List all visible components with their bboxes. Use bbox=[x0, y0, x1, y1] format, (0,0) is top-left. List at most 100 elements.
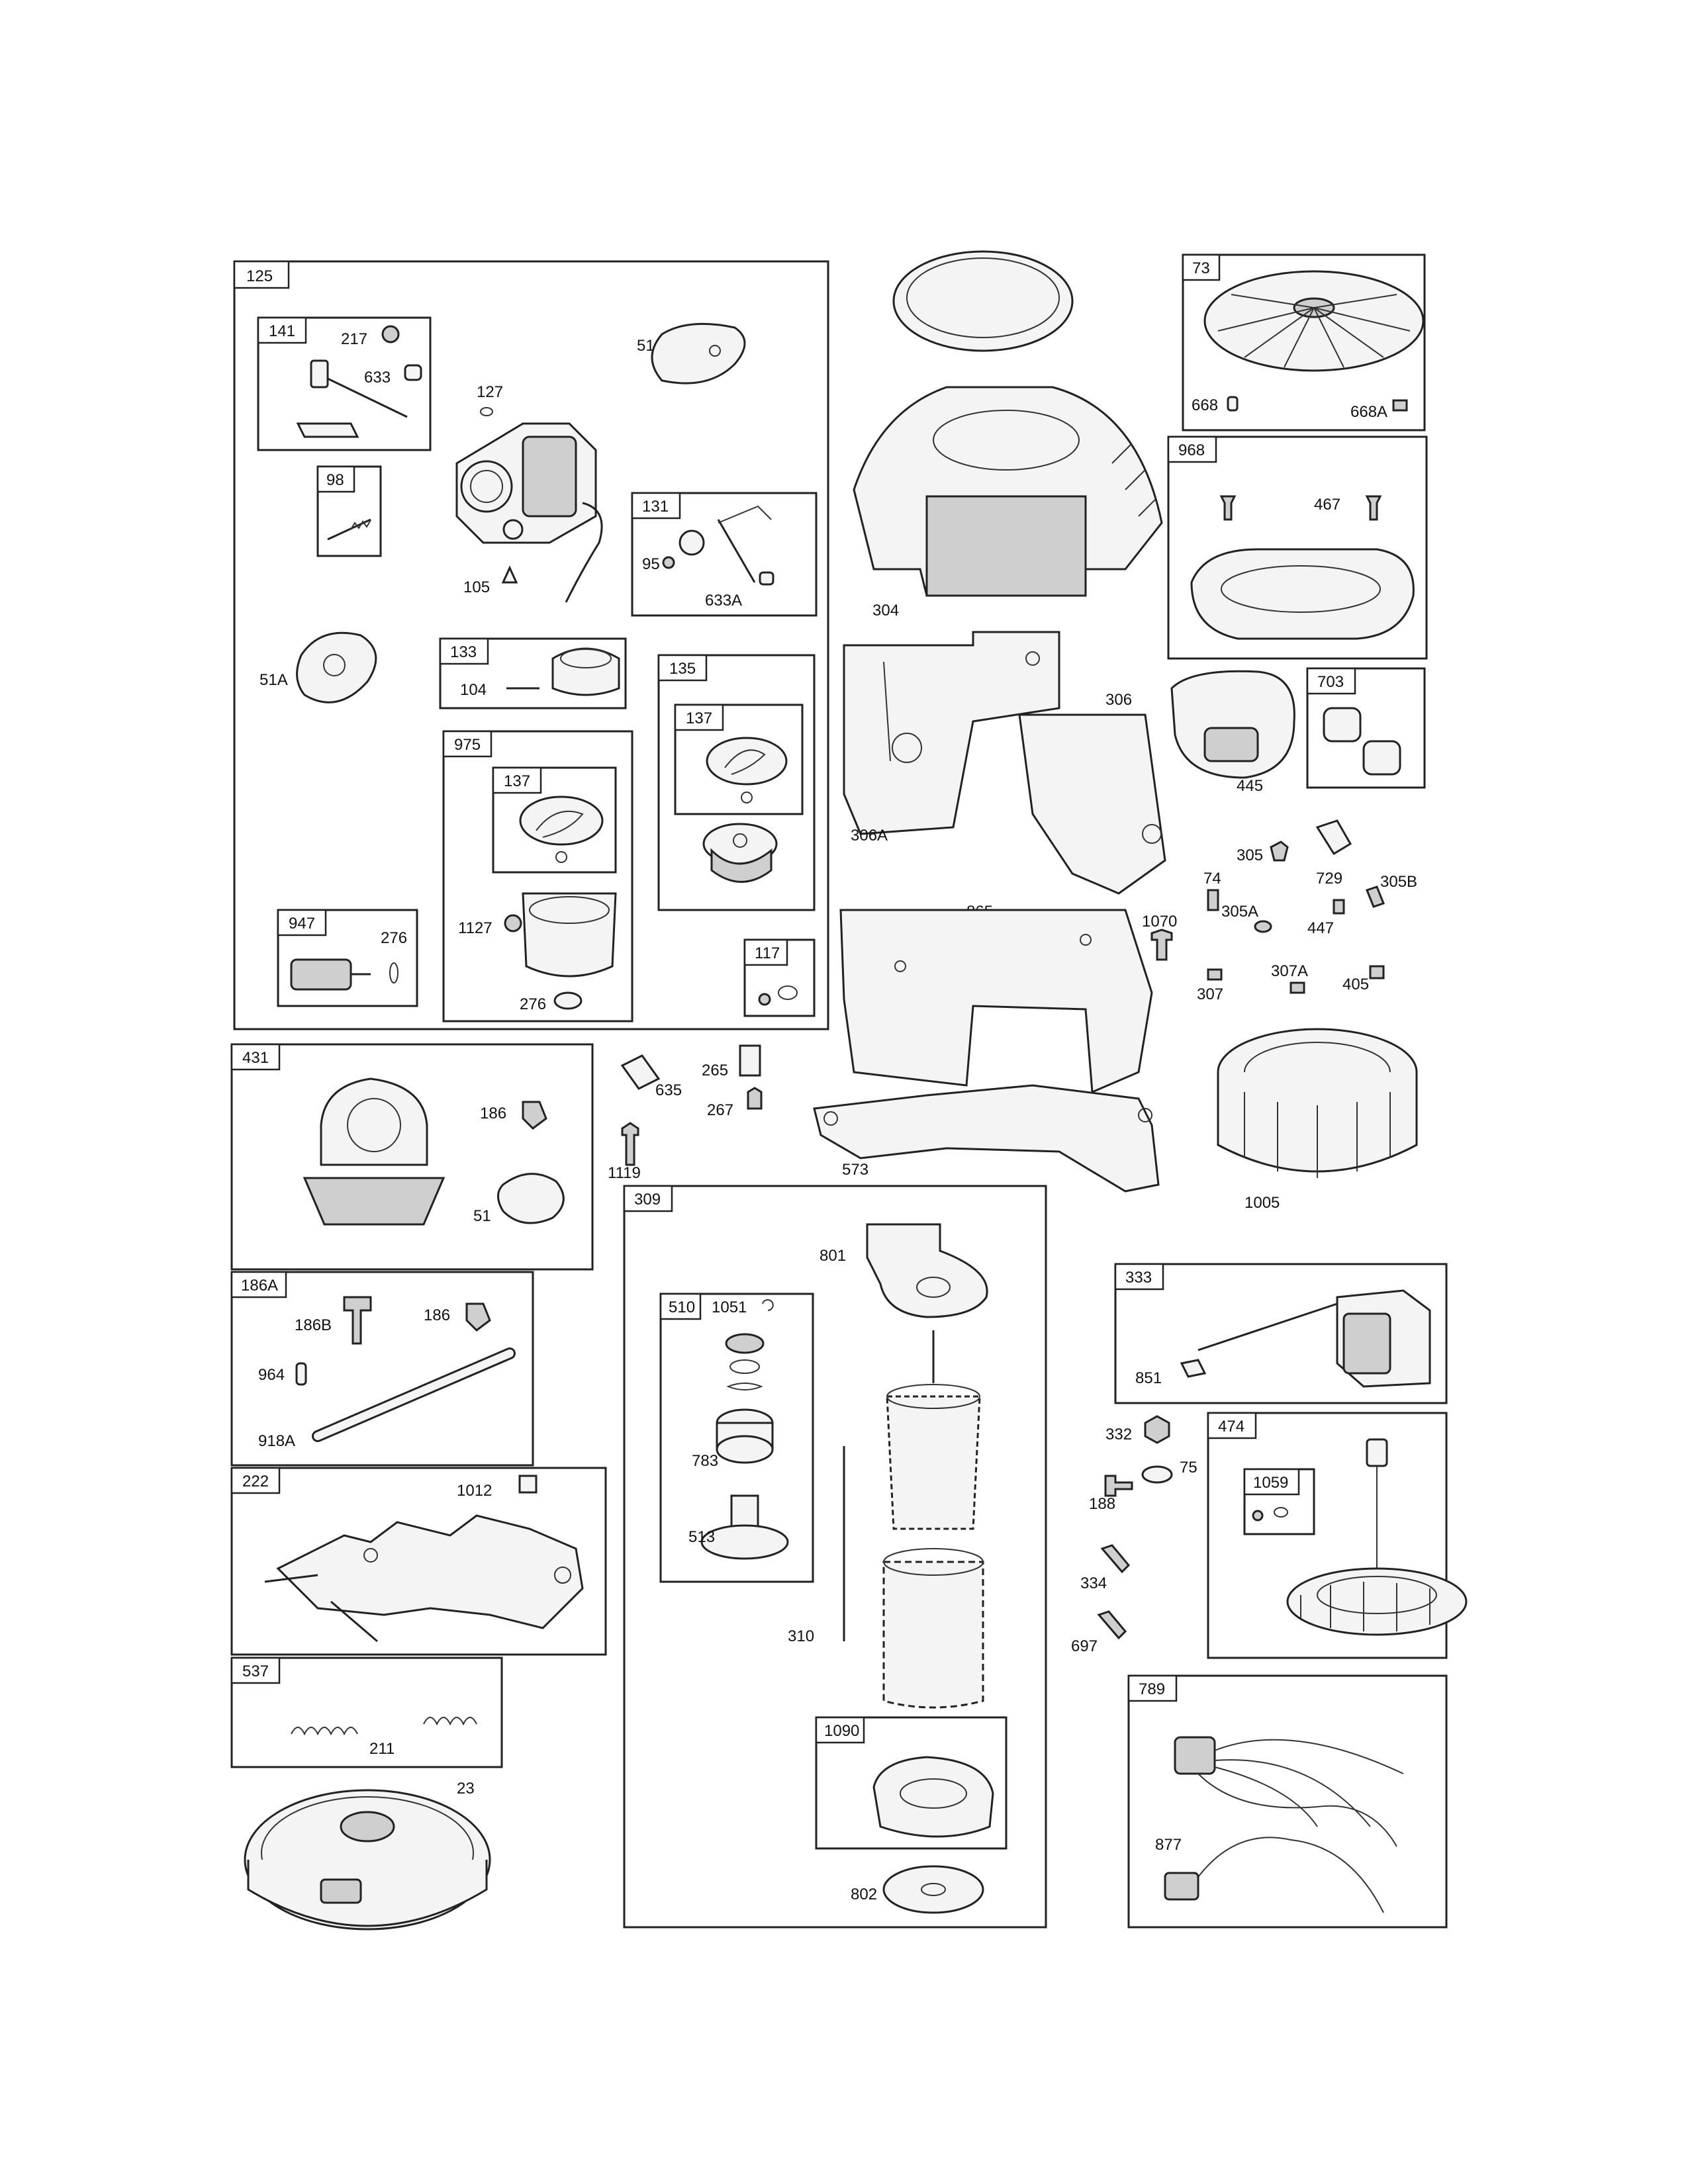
label-1005: 1005 bbox=[1244, 1194, 1280, 1212]
label-729: 729 bbox=[1316, 870, 1342, 887]
label-211: 211 bbox=[369, 1740, 395, 1758]
group-186A: 186A 186B 186 964 918A bbox=[230, 1271, 534, 1467]
label-697: 697 bbox=[1071, 1637, 1098, 1655]
group-73: 73 668 668A bbox=[1182, 253, 1426, 432]
tag-1059: 1059 bbox=[1253, 1474, 1288, 1492]
tag-133: 133 bbox=[450, 643, 477, 661]
label-51-b: 51 bbox=[473, 1207, 491, 1225]
float-bowl-icon bbox=[702, 823, 778, 883]
group-135: 135 137 bbox=[657, 654, 816, 911]
label-276: 276 bbox=[381, 929, 407, 947]
cylinder-shield-icon bbox=[839, 909, 1153, 1094]
motor-housing-icon bbox=[882, 1548, 984, 1709]
label-307A: 307A bbox=[1271, 962, 1308, 980]
label-105: 105 bbox=[463, 578, 490, 596]
label-851: 851 bbox=[1135, 1369, 1162, 1387]
flywheel-icon bbox=[244, 1789, 491, 1931]
tag-137: 137 bbox=[686, 709, 712, 727]
group-474: 474 1059 bbox=[1207, 1412, 1468, 1659]
tag-510: 510 bbox=[669, 1298, 695, 1316]
label-127: 127 bbox=[477, 383, 503, 401]
tag-947: 947 bbox=[289, 915, 315, 933]
clip-icon bbox=[739, 1044, 761, 1077]
gasket-51A-icon bbox=[296, 631, 377, 704]
label-186-b: 186 bbox=[424, 1306, 450, 1324]
group-98: 98 bbox=[316, 465, 382, 557]
choke-shaft-icon bbox=[296, 325, 422, 438]
tag-474: 474 bbox=[1218, 1418, 1244, 1435]
label-802: 802 bbox=[851, 1886, 877, 1903]
label-964: 964 bbox=[258, 1366, 285, 1384]
tag-789: 789 bbox=[1139, 1680, 1165, 1698]
label-783: 783 bbox=[692, 1452, 718, 1470]
carburetor-icon bbox=[455, 422, 603, 603]
label-633A: 633A bbox=[705, 592, 742, 610]
label-445: 445 bbox=[1237, 777, 1263, 795]
tag-537: 537 bbox=[242, 1662, 269, 1680]
spring-icon bbox=[291, 1727, 358, 1736]
shroud-icon bbox=[1018, 713, 1166, 895]
label-51: 51 bbox=[637, 337, 655, 355]
rotating-screen-icon bbox=[1203, 270, 1425, 372]
solenoid-icon bbox=[290, 958, 399, 991]
label-276-b: 276 bbox=[520, 995, 546, 1013]
gasket-set-icon bbox=[706, 737, 788, 803]
flywheel-fan-icon bbox=[1217, 1028, 1418, 1178]
label-186B: 186B bbox=[295, 1316, 332, 1334]
tag-131: 131 bbox=[642, 498, 669, 516]
baffle-icon bbox=[843, 631, 1060, 835]
fuel-pump-icon bbox=[303, 1077, 445, 1226]
label-467: 467 bbox=[1314, 496, 1340, 514]
label-1051: 1051 bbox=[712, 1298, 747, 1316]
label-267: 267 bbox=[707, 1101, 733, 1119]
group-117: 117 bbox=[743, 938, 816, 1017]
group-703: 703 bbox=[1306, 667, 1426, 789]
label-877: 877 bbox=[1155, 1836, 1182, 1854]
group-975: 975 137 1127 276 bbox=[442, 730, 633, 1023]
label-304: 304 bbox=[872, 602, 899, 619]
label-74: 74 bbox=[1203, 870, 1221, 887]
label-95: 95 bbox=[642, 555, 660, 573]
label-513: 513 bbox=[688, 1528, 715, 1546]
armature-icon bbox=[886, 1330, 981, 1530]
group-947: 947 276 bbox=[277, 909, 418, 1007]
label-217: 217 bbox=[341, 330, 367, 348]
label-305A: 305A bbox=[1221, 903, 1258, 921]
tag-125: 125 bbox=[246, 267, 273, 285]
label-75: 75 bbox=[1180, 1459, 1197, 1477]
float-icon bbox=[551, 647, 620, 696]
idle-screw-icon bbox=[327, 518, 371, 541]
tag-117: 117 bbox=[755, 944, 780, 962]
label-668A: 668A bbox=[1350, 403, 1387, 421]
tag-98: 98 bbox=[326, 471, 344, 489]
label-305: 305 bbox=[1237, 846, 1263, 864]
float-needle-icon bbox=[501, 565, 518, 584]
group-131: 131 95 633A bbox=[631, 492, 818, 617]
tag-968: 968 bbox=[1178, 441, 1205, 459]
label-188: 188 bbox=[1089, 1495, 1115, 1513]
label-633: 633 bbox=[364, 369, 391, 387]
tag-137-b: 137 bbox=[504, 772, 530, 790]
label-918A: 918A bbox=[258, 1432, 295, 1450]
group-968: 968 467 bbox=[1167, 435, 1428, 660]
group-222: 222 1012 bbox=[230, 1467, 607, 1656]
label-265: 265 bbox=[702, 1062, 728, 1079]
group-431: 431 186 51 bbox=[230, 1043, 594, 1271]
label-447: 447 bbox=[1307, 919, 1334, 937]
group-309: 309 801 510 1051 783 513 310 bbox=[623, 1185, 1047, 1929]
end-cap-icon bbox=[866, 1223, 988, 1318]
group-333: 333 851 bbox=[1114, 1263, 1448, 1404]
tag-309: 309 bbox=[634, 1191, 661, 1208]
label-104: 104 bbox=[460, 681, 487, 699]
group-537: 537 211 bbox=[230, 1657, 503, 1768]
tag-135: 135 bbox=[669, 660, 696, 678]
tag-333: 333 bbox=[1125, 1269, 1152, 1287]
label-51A: 51A bbox=[259, 671, 288, 689]
tag-186A: 186A bbox=[241, 1277, 278, 1295]
air-filter-icon bbox=[1170, 670, 1295, 779]
tag-975: 975 bbox=[454, 736, 481, 754]
tag-703: 703 bbox=[1317, 673, 1344, 691]
gasket-kit-icon bbox=[519, 796, 604, 863]
filter-ring-icon bbox=[892, 250, 1074, 352]
label-635: 635 bbox=[655, 1081, 682, 1099]
